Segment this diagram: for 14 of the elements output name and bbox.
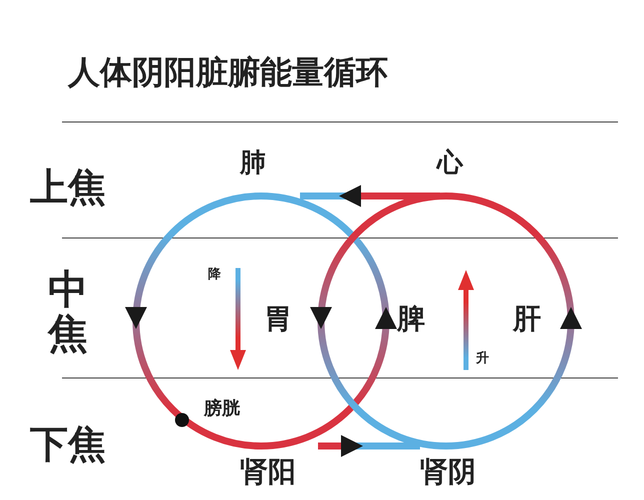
organ-label: 胃 xyxy=(264,305,292,333)
row-label: 中焦 xyxy=(48,268,88,356)
organ-label: 肺 xyxy=(240,150,266,176)
organ-label: 肾阴 xyxy=(420,458,476,486)
direction-label: 升 xyxy=(476,352,489,365)
row-label: 上焦 xyxy=(30,168,106,206)
organ-label: 肾阳 xyxy=(240,458,296,486)
organ-label: 膀胱 xyxy=(204,400,240,418)
title: 人体阴阳脏腑能量循环 xyxy=(68,56,388,88)
direction-label: 降 xyxy=(208,268,221,281)
organ-label: 脾 xyxy=(397,305,425,333)
row-label: 下焦 xyxy=(30,425,106,463)
organ-label: 心 xyxy=(437,150,463,176)
organ-label: 肝 xyxy=(513,305,541,333)
